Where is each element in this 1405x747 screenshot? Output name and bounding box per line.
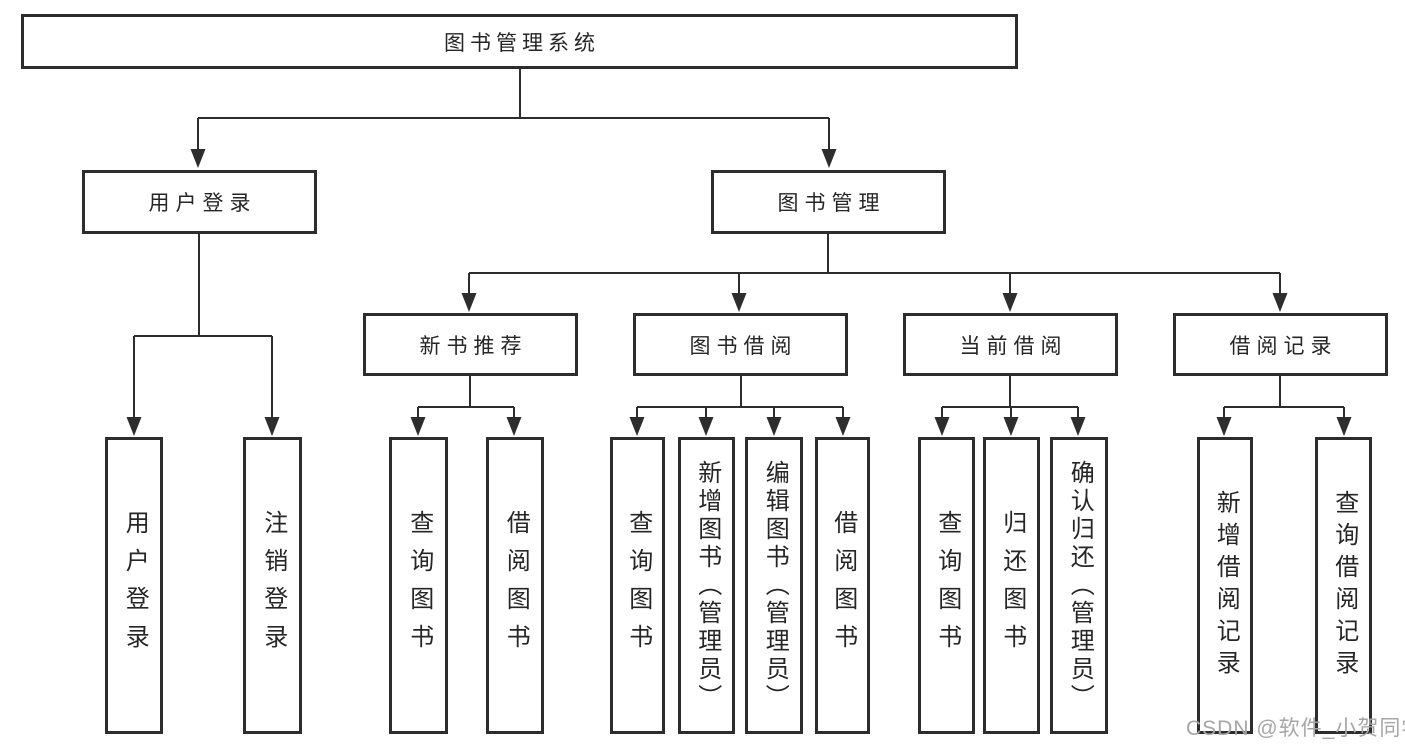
- leaf-return-books: 归还图书: [983, 437, 1040, 734]
- node-user-login: 用户登录: [82, 170, 317, 234]
- node-book-management: 图书管理: [711, 170, 946, 234]
- arrowhead-icon: [410, 417, 426, 436]
- arrowhead-icon: [1003, 417, 1019, 436]
- leaf-edit-book-admin: 编辑图书（管理员）: [745, 437, 803, 734]
- arrowhead-icon: [1272, 293, 1288, 312]
- leaf-borrow-books-recommend: 借阅图书: [486, 437, 544, 734]
- node-label: 借阅记录: [1229, 334, 1338, 358]
- arrowhead-icon: [1216, 417, 1232, 436]
- arrowhead-icon: [821, 149, 837, 168]
- arrowhead-icon: [731, 293, 747, 312]
- arrowhead-icon: [190, 149, 206, 168]
- arrowhead-icon: [1336, 417, 1352, 436]
- leaf-query-books-current: 查询图书: [918, 437, 975, 734]
- leaf-user-login: 用户登录: [105, 437, 163, 734]
- node-new-book-recommend: 新书推荐: [363, 313, 578, 376]
- connector-user-login-to-children: [133, 234, 273, 418]
- arrowhead-icon: [934, 417, 950, 436]
- arrowhead-icon: [629, 417, 645, 436]
- node-current-borrow: 当前借阅: [903, 313, 1118, 376]
- leaf-logout: 注销登录: [243, 437, 302, 734]
- node-label: 图书借阅: [689, 334, 798, 358]
- arrowhead-icon: [835, 417, 851, 436]
- arrowhead-icon: [1002, 293, 1018, 312]
- node-label: 借阅图书: [502, 509, 530, 662]
- node-label: 查询图书: [624, 509, 652, 662]
- arrowhead-icon: [766, 417, 782, 436]
- connector-book-borrow-to-children: [636, 376, 844, 418]
- node-label: 借阅图书: [829, 509, 857, 662]
- node-label: 确认归还（管理员）: [1066, 459, 1094, 712]
- node-label: 归还图书: [998, 509, 1026, 662]
- arrowhead-icon: [461, 293, 477, 312]
- connector-book-management-to-level3: [468, 234, 1281, 294]
- leaf-add-borrow-record: 新增借阅记录: [1197, 437, 1253, 734]
- node-label: 图书管理: [777, 192, 886, 215]
- node-root: 图书管理系统: [21, 14, 1018, 69]
- node-label: 新增借阅记录: [1212, 489, 1240, 682]
- leaf-borrow-books: 借阅图书: [815, 437, 870, 734]
- connector-current-borrow-to-children: [941, 376, 1079, 418]
- node-label: 查询借阅记录: [1330, 489, 1358, 682]
- node-label: 编辑图书（管理员）: [761, 459, 789, 712]
- watermark: CSDN @软件_小贺同学: [1186, 717, 1405, 740]
- node-label: 查询图书: [405, 509, 433, 662]
- node-label: 当前借阅: [959, 334, 1068, 358]
- node-label: 注销登录: [259, 509, 287, 662]
- leaf-query-books-borrow: 查询图书: [610, 437, 665, 734]
- arrowhead-icon: [506, 417, 522, 436]
- node-borrow-records: 借阅记录: [1173, 313, 1388, 376]
- node-label: 用户登录: [121, 509, 149, 662]
- arrowhead-icon: [698, 417, 714, 436]
- node-label: 用户登录: [148, 192, 257, 215]
- leaf-confirm-return-admin: 确认归还（管理员）: [1050, 437, 1108, 734]
- arrowhead-icon: [1070, 417, 1086, 436]
- leaf-query-books-recommend: 查询图书: [389, 437, 448, 734]
- connector-root-to-level2: [197, 69, 830, 151]
- leaf-add-book-admin: 新增图书（管理员）: [678, 437, 735, 734]
- node-label: 新书推荐: [419, 334, 528, 358]
- node-label: 查询图书: [933, 509, 961, 662]
- leaf-query-borrow-record: 查询借阅记录: [1315, 437, 1372, 734]
- arrowhead-icon: [126, 417, 142, 436]
- connector-new-book-recommend-to-children: [417, 376, 515, 418]
- node-label: 新增图书（管理员）: [693, 459, 721, 712]
- node-book-borrow: 图书借阅: [633, 313, 848, 376]
- connector-borrow-records-to-children: [1223, 376, 1345, 418]
- arrowhead-icon: [264, 417, 280, 436]
- node-label: 图书管理系统: [444, 31, 600, 55]
